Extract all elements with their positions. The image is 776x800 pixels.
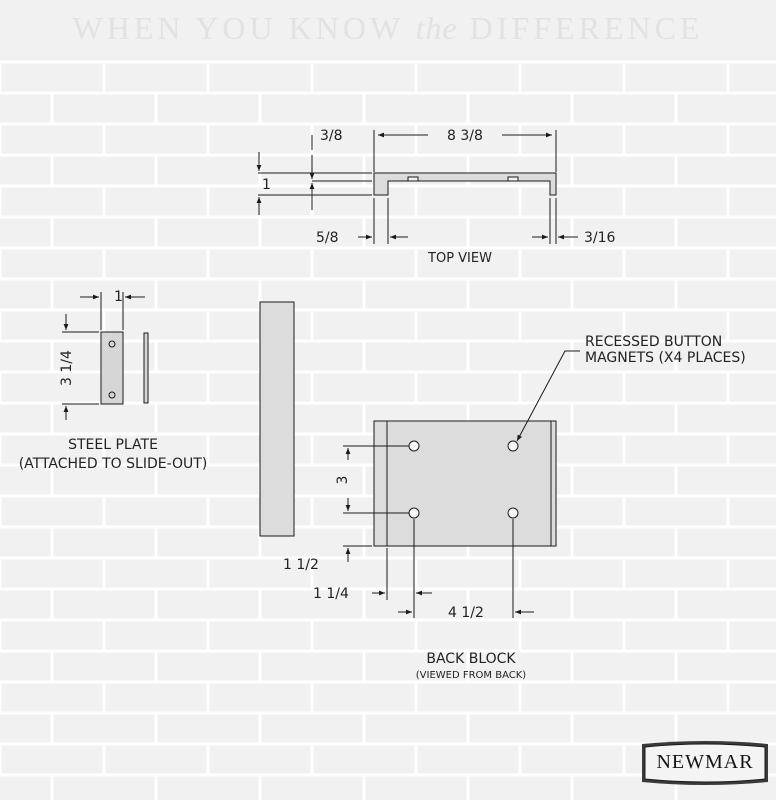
logo-badge <box>642 741 768 785</box>
steel-plate <box>62 292 149 420</box>
magnet-callout-line1: RECESSED BUTTON <box>585 334 722 350</box>
magnet-callout-leader <box>516 350 580 442</box>
magnet-hole-bottom-right <box>507 507 519 519</box>
back-block <box>343 350 580 618</box>
logo-text: NEWMAR <box>656 751 754 773</box>
top-view-dim-lip-right: 3/16 <box>584 230 616 246</box>
steel-plate-side <box>143 332 149 404</box>
tagline: WHEN YOU KNOW the DIFFERENCE <box>0 10 776 47</box>
magnet-hole-top-right <box>507 440 519 452</box>
steel-plate-dim-height: 3 1/4 <box>59 350 75 386</box>
tagline-part2: the <box>415 10 458 46</box>
magnet-callout-line2: MAGNETS (X4 PLACES) <box>585 350 746 366</box>
tagline-part3: DIFFERENCE <box>457 10 704 46</box>
steel-plate-title: STEEL PLATE <box>68 437 158 453</box>
top-view-notch-right <box>507 176 519 182</box>
back-block-dim-bottom-offset: 1 1/2 <box>283 557 319 573</box>
newmar-logo: NEWMAR <box>640 740 770 786</box>
back-block-side-view <box>259 301 295 537</box>
steel-plate-hole-bottom <box>108 391 116 399</box>
back-block-dim-left-offset: 1 1/4 <box>313 586 349 602</box>
steel-plate-dim-width: 1 <box>114 289 123 305</box>
back-block-face <box>373 420 557 547</box>
magnet-hole-bottom-left <box>408 507 420 519</box>
steel-plate-face <box>100 331 124 405</box>
top-view <box>256 130 578 244</box>
top-view-profile <box>373 172 557 196</box>
steel-plate-hole-top <box>108 340 116 348</box>
back-block-dim-hole-spacing-h: 4 1/2 <box>448 605 484 621</box>
top-view-notch-left <box>407 176 419 182</box>
top-view-dim-lip-left: 5/8 <box>316 230 339 246</box>
steel-plate-subtitle: (ATTACHED TO SLIDE-OUT) <box>19 456 208 472</box>
back-block-subtitle: (VIEWED FROM BACK) <box>416 670 527 681</box>
tagline-part1: WHEN YOU KNOW <box>72 10 416 46</box>
back-block-title: BACK BLOCK <box>426 651 516 667</box>
top-view-dim-width: 8 3/8 <box>447 128 483 144</box>
top-view-dim-height: 1 <box>262 177 271 193</box>
back-block-dim-hole-spacing-v: 3 <box>335 476 351 485</box>
top-view-dim-top: 3/8 <box>320 128 343 144</box>
magnet-hole-top-left <box>408 440 420 452</box>
top-view-title: TOP VIEW <box>427 251 492 266</box>
